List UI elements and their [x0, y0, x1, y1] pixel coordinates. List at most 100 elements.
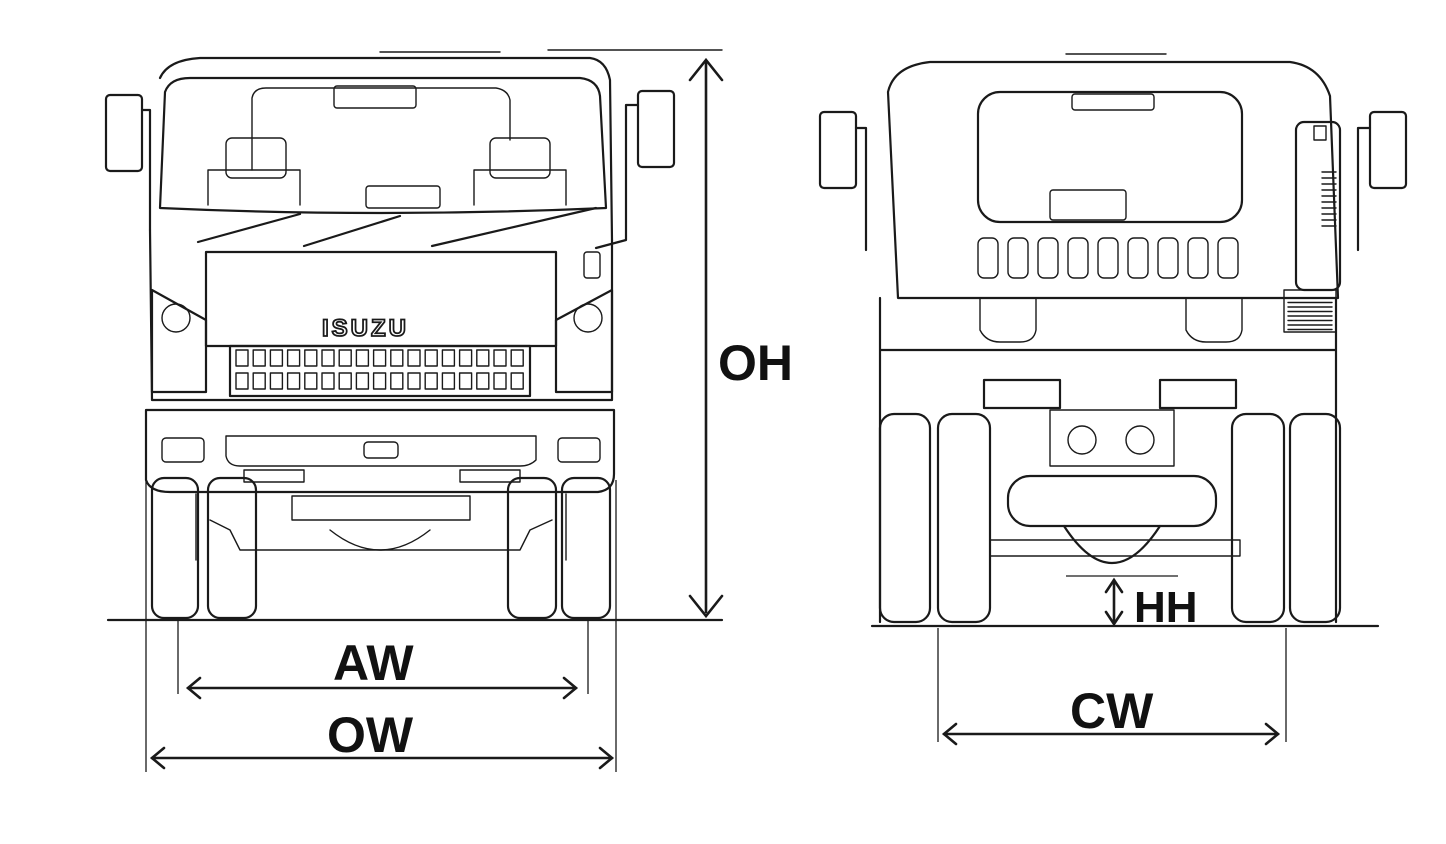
- center-console: [365, 185, 441, 209]
- cab-rib: [1067, 237, 1089, 279]
- grille-slat: [424, 372, 438, 390]
- rear-spring-bar: [989, 539, 1241, 557]
- cross-member-hole-1: [1067, 425, 1097, 455]
- cw-label: CW: [1070, 683, 1154, 739]
- rear-left-outer-tire: [878, 412, 932, 624]
- right-mirror: [636, 89, 676, 169]
- grille-slat: [390, 349, 404, 367]
- front-cross-member: [291, 495, 471, 521]
- grille-slat: [252, 349, 266, 367]
- exhaust-cap: [1313, 125, 1327, 141]
- grille-slat: [424, 349, 438, 367]
- rear-dimensions: HH CW: [937, 575, 1287, 746]
- grille-slat: [372, 349, 387, 367]
- left-fog-lamp: [161, 437, 205, 463]
- front-right-outer-tire: [560, 476, 612, 620]
- grille-slat: [321, 349, 335, 367]
- aw-label: AW: [333, 635, 414, 691]
- cab-rib: [1127, 237, 1149, 279]
- rear-cross-member: [1049, 409, 1175, 467]
- hh-label: HH: [1134, 583, 1198, 632]
- windshield: [158, 76, 608, 215]
- grille-slat: [269, 349, 284, 367]
- grille-slat: [321, 372, 335, 390]
- cab-rear-window: [976, 90, 1244, 224]
- differential-housing: [329, 529, 431, 551]
- rear-left-lamp-cluster: [982, 378, 1062, 410]
- interior-mirror: [333, 85, 417, 109]
- oh-arrow-bottom: [688, 594, 724, 619]
- rear-left-mirror-arm: [854, 126, 868, 252]
- rear-right-inner-tire: [1230, 412, 1286, 624]
- ow-arrow-right: [598, 746, 615, 770]
- grille-slat: [390, 372, 404, 390]
- bumper-recess: [225, 435, 537, 467]
- grille-slat: [407, 349, 421, 367]
- grille-slat: [476, 349, 490, 367]
- grille-slat: [510, 349, 524, 367]
- grille-slat: [286, 349, 301, 367]
- exhaust-vents: [1287, 171, 1337, 331]
- left-seat-back: [207, 169, 301, 206]
- grille-slat: [372, 372, 387, 390]
- ow-arrow-left: [149, 746, 166, 770]
- left-mirror: [104, 93, 144, 173]
- truck-rear-view: [818, 53, 1408, 628]
- grille-slat: [441, 349, 456, 367]
- right-seat-headrest: [489, 137, 551, 179]
- grille-slat: [338, 349, 352, 367]
- left-headlight-housing: [150, 288, 208, 394]
- left-headlight-lamp: [161, 303, 191, 333]
- hh-arrow-bottom: [1104, 610, 1124, 627]
- oh-arrow-top: [688, 57, 724, 82]
- grille-slat: [235, 349, 249, 367]
- wiper-left: [196, 212, 302, 244]
- rear-right-outer-tire: [1288, 412, 1342, 624]
- front-dimensions: OH AW OW: [145, 57, 793, 772]
- aw-arrow-right: [562, 676, 579, 700]
- rear-window: [251, 87, 511, 171]
- grille-slat: [355, 372, 370, 390]
- cab-back: [886, 60, 1340, 300]
- rear-right-mirror: [1368, 110, 1408, 190]
- hh-arrow-top: [1104, 577, 1124, 594]
- cw-arrow-right: [1264, 722, 1281, 746]
- cab-rib: [1097, 237, 1119, 279]
- right-step: [459, 469, 521, 483]
- wiper-center: [302, 214, 402, 248]
- left-seat-headrest: [225, 137, 287, 179]
- grille-slat: [458, 372, 473, 390]
- cab-rib: [1187, 237, 1209, 279]
- front-right-inner-tire: [506, 476, 558, 620]
- grille-slat: [252, 372, 266, 390]
- grille-slats: [235, 349, 524, 390]
- cross-member-hole-2: [1125, 425, 1155, 455]
- left-tank-bracket: [979, 297, 1037, 343]
- rear-window-top-rail: [1071, 93, 1155, 111]
- grille-slat: [493, 372, 507, 390]
- left-step: [243, 469, 305, 483]
- front-left-outer-tire: [150, 476, 200, 620]
- grille-slat: [269, 372, 284, 390]
- grille-slat: [476, 372, 490, 390]
- truck-front-view: ISUZU: [104, 49, 724, 622]
- chassis-frame: [878, 296, 1338, 624]
- cw-arrow-left: [941, 722, 958, 746]
- rear-left-mirror: [818, 110, 858, 190]
- cab-rib: [1037, 237, 1059, 279]
- grille-slat: [304, 372, 318, 390]
- right-fog-lamp: [557, 437, 601, 463]
- cab-rib: [1007, 237, 1029, 279]
- grille-slat: [286, 372, 301, 390]
- rear-left-inner-tire: [936, 412, 992, 624]
- grille-slat: [407, 372, 421, 390]
- grille-slat: [510, 372, 524, 390]
- ow-label: OW: [327, 707, 414, 763]
- rear-right-mirror-arm: [1356, 126, 1372, 252]
- cab-rib: [1157, 237, 1179, 279]
- wiper-right: [430, 206, 598, 248]
- isuzu-logo: ISUZU: [322, 315, 409, 342]
- right-seat-back: [473, 169, 567, 206]
